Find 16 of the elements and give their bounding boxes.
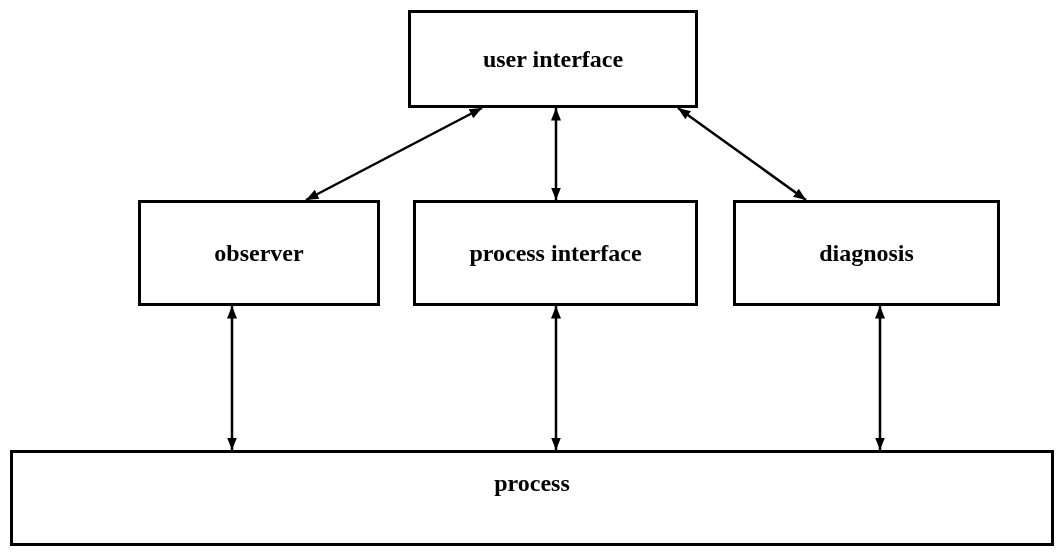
process-box — [408, 10, 698, 108]
double-arrow — [677, 107, 807, 201]
double-arrow — [305, 106, 483, 202]
box-label: process interface — [469, 239, 642, 268]
box-label: observer — [214, 239, 304, 268]
double-arrow — [551, 306, 561, 450]
process-box — [10, 450, 1054, 546]
box-label: process — [494, 469, 570, 498]
box-label: diagnosis — [819, 239, 914, 268]
double-arrow — [875, 306, 885, 450]
box-label: user interface — [482, 45, 624, 74]
process-box — [413, 200, 698, 306]
double-arrow — [551, 108, 561, 200]
process-box — [733, 200, 1000, 306]
process-box — [138, 200, 380, 306]
double-arrow — [227, 306, 237, 450]
